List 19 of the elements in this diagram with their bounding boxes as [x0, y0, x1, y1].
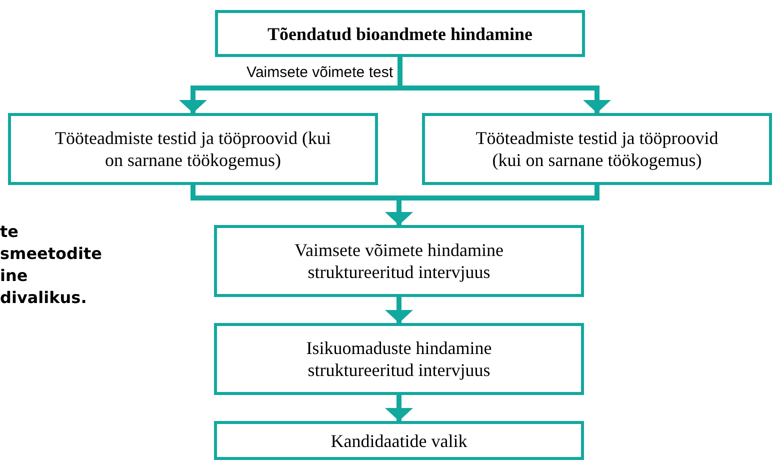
process-box: [215, 10, 585, 57]
arrow: [385, 185, 600, 225]
process-box: [8, 113, 378, 185]
box-text: Kandidaatide valik: [330, 430, 468, 452]
side-text: divalikus.: [0, 288, 87, 308]
box-text: Isikuomaduste hindamine struktureeritud intervjuus: [305, 337, 493, 381]
arrow: [385, 395, 413, 421]
side-text: smeetodite: [0, 244, 102, 264]
process-box: [214, 323, 584, 395]
process-box: [422, 113, 772, 185]
box-text: Tööteadmiste testid ja tööproovid (kui on sarnane töökogemus): [474, 127, 720, 171]
side-text: te: [0, 222, 18, 242]
box-text: Tööteadmiste testid ja tööproovid (kui on sarnane töökogemus): [54, 127, 332, 171]
box-text: Vaimsete võimete hindamine struktureeritud intervjuus: [294, 239, 504, 283]
process-box: [214, 225, 584, 297]
process-box: [214, 421, 584, 460]
side-text: ine: [0, 266, 28, 286]
arrow: [385, 297, 413, 323]
box-text: Tõendatud bioandmete hindamine: [267, 22, 533, 44]
